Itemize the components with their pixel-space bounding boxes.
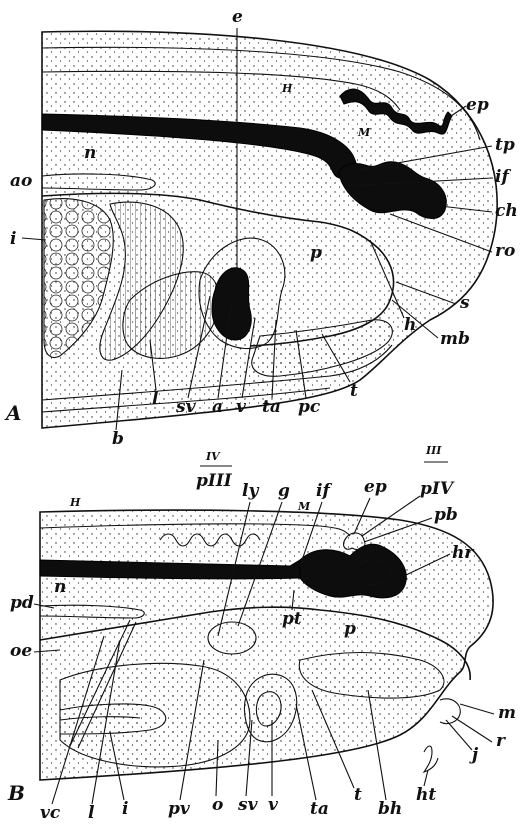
panel-b-label-r: r (496, 731, 506, 751)
panel-b-j-lead (446, 720, 472, 750)
panel-b-label-if: if (316, 481, 332, 501)
panel-a-label-h: h (404, 315, 416, 335)
panel-a-label-mb: mb (440, 329, 470, 349)
panel-a-label-ao: ao (10, 171, 32, 191)
svg-text:III: III (425, 444, 442, 457)
panel-b-label-pIII: pIII (196, 471, 233, 491)
panel-b-r-lead (452, 716, 492, 742)
panel-b-label-ta: ta (310, 799, 329, 819)
panel-a-label-a: a (212, 397, 223, 417)
panel-b-label-o: o (212, 795, 223, 815)
panel-b-label-bh: bh (378, 799, 402, 819)
panel-b-label-t: t (354, 785, 362, 805)
panel-a-label-pc: pc (298, 397, 321, 417)
panel-b-label-M: M (297, 500, 311, 513)
panel-b-label-i: i (122, 799, 128, 819)
panel-a-label-ep: ep (466, 95, 489, 115)
panel-b-label-vc: vc (40, 803, 61, 823)
panel-b-label-oe: oe (10, 641, 32, 661)
panel-b-label-m: m (498, 703, 516, 723)
panel-a-label-sv: sv (175, 397, 197, 417)
panel-b-label-ly: ly (242, 481, 259, 501)
panel-a-label-ta: ta (262, 397, 281, 417)
panel-a-label-s: s (459, 293, 470, 313)
panel-b-label-pv: pv (168, 799, 191, 819)
panel-b-label-v: v (268, 795, 279, 815)
panel-a-label-t: t (350, 381, 358, 401)
panel-b-label-n: n (54, 577, 66, 597)
panel-b-label-g: g (278, 481, 290, 501)
panel-b-label-p: p (344, 619, 356, 639)
panel-a-label-l: l (152, 389, 159, 409)
panel-b: IV III (7, 444, 516, 823)
panel-a-label-i: i (10, 229, 16, 249)
panel-b-label-pb: pb (434, 505, 458, 525)
panel-a-label-H: H (281, 82, 293, 95)
panel-a-label-n: n (84, 143, 96, 163)
panel-b-lower-body (60, 663, 250, 767)
panel-b-label-pt: pt (282, 609, 302, 629)
panel-a-label-ch: ch (495, 201, 518, 221)
panel-a-label-b: b (112, 429, 124, 449)
panel-a-label-p: p (310, 243, 322, 263)
panel-b-label-ht: ht (416, 785, 436, 805)
panel-b-label-l: l (88, 803, 95, 823)
panel-b-ht-lead (424, 770, 428, 786)
panel-b-stamp-right: III (424, 444, 448, 462)
panel-b-label-ep: ep (364, 477, 387, 497)
panel-a-label-v: v (236, 397, 247, 417)
panel-b-stamp-left: IV (200, 450, 232, 466)
panel-b-label-pd: pd (10, 593, 34, 613)
panel-b-label-H: H (69, 496, 81, 509)
panel-a-panel-label: A (4, 401, 22, 425)
panel-a-label-ro: ro (495, 241, 515, 261)
panel-a-label-e: e (232, 7, 243, 27)
panel-b-label-pIV: pIV (420, 479, 455, 499)
svg-text:IV: IV (205, 450, 221, 463)
panel-b-label-hr: hr (452, 543, 474, 563)
panel-b-label-sv: sv (237, 795, 259, 815)
panel-b-panel-label: B (7, 781, 25, 805)
panel-a-label-if: if (495, 167, 511, 187)
panel-a: e H M ep n tp ao if ch i p ro s mb h t p… (4, 7, 518, 449)
panel-a-label-M: M (357, 126, 371, 139)
panel-b-m-lead (460, 704, 494, 714)
panel-a-label-tp: tp (495, 135, 515, 155)
panel-b-hatching-teeth (424, 746, 438, 772)
